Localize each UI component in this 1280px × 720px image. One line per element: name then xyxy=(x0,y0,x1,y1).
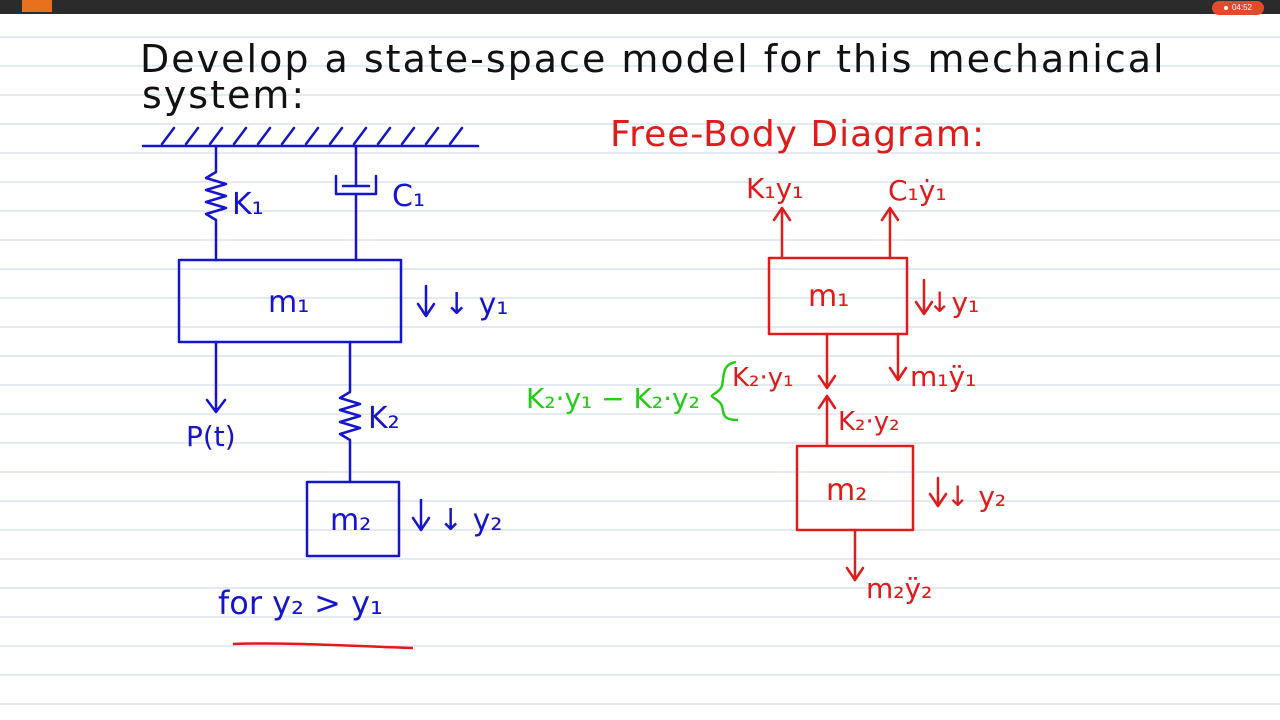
problem-title-line1: Develop a state-space model for this mec… xyxy=(140,37,1166,81)
fbd-k2y2-arrow-icon xyxy=(817,394,837,448)
fbd-m1y1ddot-arrow-icon xyxy=(888,332,908,382)
condition-underline xyxy=(232,642,414,650)
k1-label: K₁ xyxy=(232,187,264,222)
spring-k1 xyxy=(204,144,228,262)
fbd-y2-label: ↓ y₂ xyxy=(946,480,1006,513)
timer-text: 04:52 xyxy=(1231,3,1253,12)
k2-label: K₂ xyxy=(368,401,400,436)
c1-label: C₁ xyxy=(392,179,425,214)
spring-k2 xyxy=(338,340,362,484)
fbd-m2-label: m₂ xyxy=(826,473,867,508)
fbd-heading: Free-Body Diagram: xyxy=(610,114,985,155)
y2-arrow-icon xyxy=(411,498,431,532)
app-logo-icon xyxy=(22,0,52,12)
fbd-m1y1ddot-label: m₁ÿ₁ xyxy=(910,360,976,393)
mass-m2-box xyxy=(305,480,401,558)
fbd-k1y1-arrow-icon xyxy=(772,206,792,260)
mass-m1-box xyxy=(177,258,403,344)
fbd-k2y1-arrow-icon xyxy=(817,332,837,390)
fbd-m1-label: m₁ xyxy=(808,279,849,314)
fbd-c1y1dot-arrow-icon xyxy=(880,206,900,260)
fbd-y2-arrow-icon xyxy=(928,476,948,508)
force-p-arrow xyxy=(205,340,227,414)
free-body-diagram xyxy=(767,206,948,582)
green-brace-icon xyxy=(710,360,739,422)
m1-label: m₁ xyxy=(268,285,309,320)
fbd-c1y1dot-label: C₁ẏ₁ xyxy=(888,174,947,207)
y1-label: ↓ y₁ xyxy=(444,287,508,322)
fbd-y1-arrow-icon xyxy=(914,278,934,316)
fbd-m1-box xyxy=(767,256,909,336)
condition-label: for y₂ > y₁ xyxy=(218,584,383,622)
fbd-k2y2-label: K₂·y₂ xyxy=(838,407,900,437)
recording-timer[interactable]: 04:52 xyxy=(1212,1,1264,15)
fbd-m2y2ddot-arrow-icon xyxy=(845,528,865,582)
problem-title-line2: system: xyxy=(142,73,306,117)
video-top-bar: 04:52 xyxy=(0,0,1280,15)
ruled-lines xyxy=(0,36,1280,705)
mechanical-system-diagram xyxy=(141,126,480,558)
force-p-label: P(t) xyxy=(186,420,236,453)
fbd-k2y1-label: K₂·y₁ xyxy=(732,363,794,393)
net-spring-force-label: K₂·y₁ − K₂·y₂ xyxy=(526,382,700,415)
fbd-k1y1-label: K₁y₁ xyxy=(746,172,803,205)
fbd-y1-label: ↓y₁ xyxy=(928,286,979,319)
ground-hatch xyxy=(160,126,464,146)
y1-arrow-icon xyxy=(416,284,436,318)
fbd-m2y2ddot-label: m₂ÿ₂ xyxy=(866,572,932,605)
record-dot-icon xyxy=(1223,5,1228,10)
damper-c1 xyxy=(334,144,378,262)
y2-label: ↓ y₂ xyxy=(438,503,502,538)
m2-label: m₂ xyxy=(330,503,371,538)
